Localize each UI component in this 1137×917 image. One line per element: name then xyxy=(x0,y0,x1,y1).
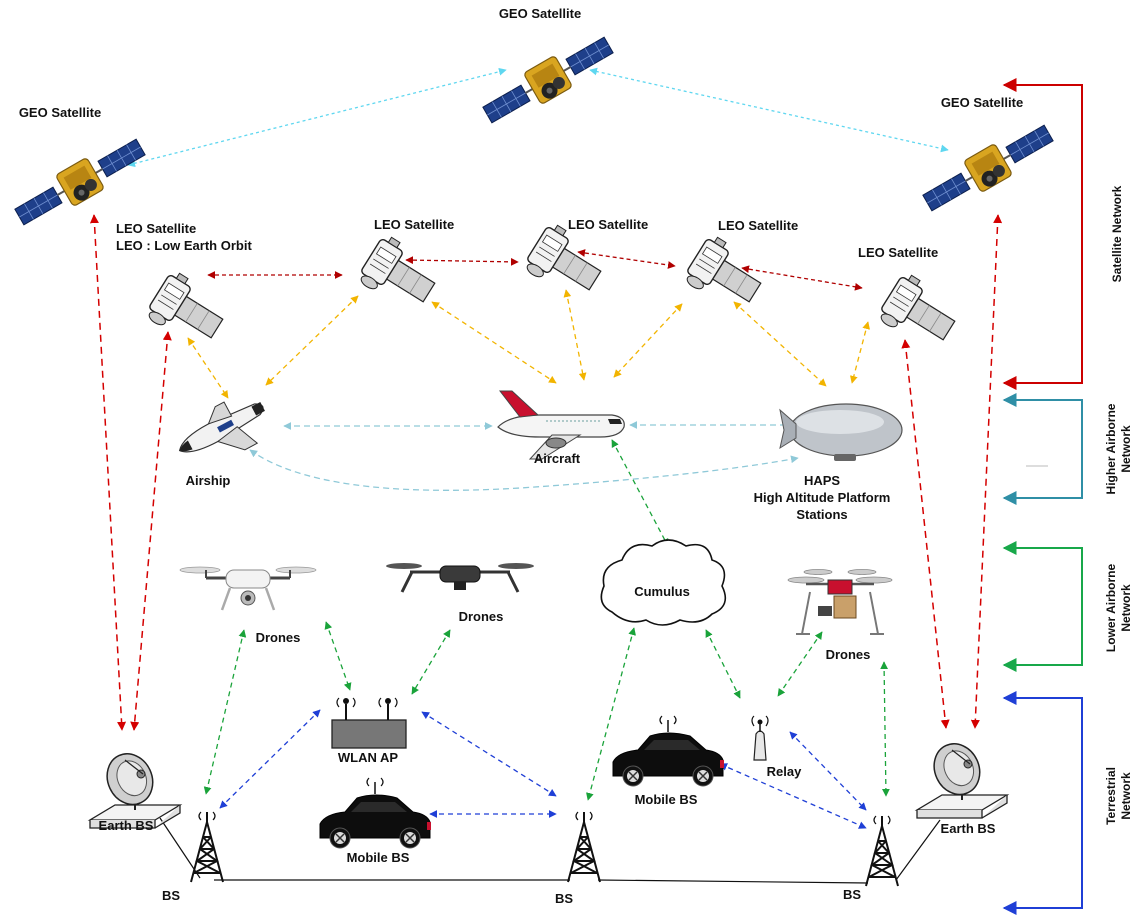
bs-3-tower-icon xyxy=(865,815,899,887)
link-drones3-relay xyxy=(777,631,823,697)
link-drones3-bs3 xyxy=(880,661,890,797)
bracket-lower-airborne-network xyxy=(1002,541,1083,672)
label-geo-top: GEO Satellite xyxy=(499,6,581,21)
label-wlan-ap: WLAN AP xyxy=(338,750,399,765)
label-cumulus: Cumulus xyxy=(634,584,690,599)
link-leo1-airship xyxy=(187,337,229,399)
link-leo4-haps xyxy=(733,301,827,387)
bracket-higher-airborne-network xyxy=(1002,393,1083,505)
label-leo-3: LEO Satellite xyxy=(568,217,648,232)
label-relay: Relay xyxy=(767,764,802,779)
link-drones1-bs1 xyxy=(203,629,247,795)
layer-higher-airborne: Higher Airborne xyxy=(1104,403,1118,494)
bracket-satellite-network xyxy=(1002,78,1083,390)
bs-2-tower-icon xyxy=(567,811,601,883)
leo-satellite-1-icon xyxy=(142,268,232,353)
label-haps: HAPS xyxy=(804,473,840,488)
drones-1-icon xyxy=(178,565,318,612)
label-earth-bs-right: Earth BS xyxy=(941,821,996,836)
layer-terrestrial: Terrestrial xyxy=(1104,767,1118,825)
link-relay-bs3 xyxy=(789,731,867,811)
airship-icon xyxy=(178,401,265,453)
label-leo-2: LEO Satellite xyxy=(374,217,454,232)
label-haps-def: High Altitude Platform xyxy=(754,490,891,505)
label-geo-left: GEO Satellite xyxy=(19,105,101,120)
label-drones-1: Drones xyxy=(256,630,301,645)
link-geo-top-right xyxy=(589,67,949,153)
drones-3-icon xyxy=(787,569,893,635)
label-leo-4: LEO Satellite xyxy=(718,218,798,233)
label-leo-1: LEO Satellite xyxy=(116,221,196,236)
layer-higher-airborne-network: Network xyxy=(1119,425,1133,473)
link-leo2-leo3 xyxy=(405,256,519,266)
leo-satellite-4-icon xyxy=(680,232,770,317)
link-cumulus-relay xyxy=(705,629,741,699)
link-wlan-bs2 xyxy=(421,711,557,797)
mobile-bs-1-car-icon xyxy=(319,777,432,849)
wlan-ap-icon xyxy=(331,697,407,749)
link-leo2-aircraft xyxy=(431,301,557,384)
layer-lower-airborne-network: Network xyxy=(1119,584,1133,632)
link-drones2-wlan xyxy=(411,629,451,695)
leo-satellite-5-icon xyxy=(874,270,964,355)
layer-lower-airborne: Lower Airborne xyxy=(1104,564,1118,653)
link-leo5-earthbs xyxy=(901,339,950,729)
label-mobile-bs-1: Mobile BS xyxy=(347,850,410,865)
geo-satellite-top-icon xyxy=(477,28,619,132)
leo-satellite-3-icon xyxy=(520,220,610,305)
label-bs-3: BS xyxy=(843,887,861,902)
link-leo4-aircraft xyxy=(613,303,683,378)
label-haps-stations: Stations xyxy=(796,507,847,522)
link-geo-left-earthbs xyxy=(89,214,127,731)
label-leo-1-def: LEO : Low Earth Orbit xyxy=(116,238,252,253)
earth-bs-right-dish-icon xyxy=(916,735,1008,819)
link-leo1-earthbs xyxy=(130,331,172,731)
link-cumulus-bs2 xyxy=(586,627,636,801)
link-geo-left-top xyxy=(127,67,507,168)
layer-terrestrial-network: Network xyxy=(1119,772,1133,820)
link-drones1-wlan xyxy=(324,621,352,691)
layer-satellite-network: Satellite Network xyxy=(1110,185,1124,282)
link-leo5-haps xyxy=(850,321,870,384)
link-wlan-bs1 xyxy=(219,709,321,809)
label-geo-right: GEO Satellite xyxy=(941,95,1023,110)
wire-earthbs-bs1 xyxy=(159,817,201,879)
link-geo-right-earthbs xyxy=(970,214,1003,729)
label-mobile-bs-2: Mobile BS xyxy=(635,792,698,807)
bs-1-tower-icon xyxy=(190,811,224,883)
link-leo4-leo5 xyxy=(741,265,863,291)
label-aircraft: Aircraft xyxy=(534,451,581,466)
bracket-terrestrial-network xyxy=(1002,691,1083,915)
label-drones-2: Drones xyxy=(459,609,504,624)
label-airship: Airship xyxy=(186,473,231,488)
link-leo3-aircraft xyxy=(563,289,587,381)
wire-bs2-bs3 xyxy=(597,879,869,884)
link-aircraft-cumulus xyxy=(611,439,669,547)
link-leo2-airship xyxy=(265,295,359,386)
earth-bs-left-dish-icon xyxy=(89,745,181,829)
label-earth-bs-left: Earth BS xyxy=(99,818,154,833)
aircraft-icon xyxy=(497,390,625,460)
haps-blimp-icon xyxy=(779,403,903,461)
label-leo-5: LEO Satellite xyxy=(858,245,938,260)
mobile-bs-2-car-icon xyxy=(612,715,725,787)
leo-satellite-2-icon xyxy=(354,232,444,317)
label-bs-2: BS xyxy=(555,891,573,906)
link-airship-haps xyxy=(249,449,799,491)
relay-icon xyxy=(751,715,769,761)
geo-satellite-left-icon xyxy=(9,130,151,234)
wire-bs3-earthbs xyxy=(895,819,941,881)
geo-satellite-right-icon xyxy=(917,116,1059,220)
cumulus-cloud-icon xyxy=(600,539,727,626)
drones-2-icon xyxy=(386,563,534,593)
link-leo3-leo4 xyxy=(577,249,676,269)
label-bs-1: BS xyxy=(162,888,180,903)
label-drones-3: Drones xyxy=(826,647,871,662)
